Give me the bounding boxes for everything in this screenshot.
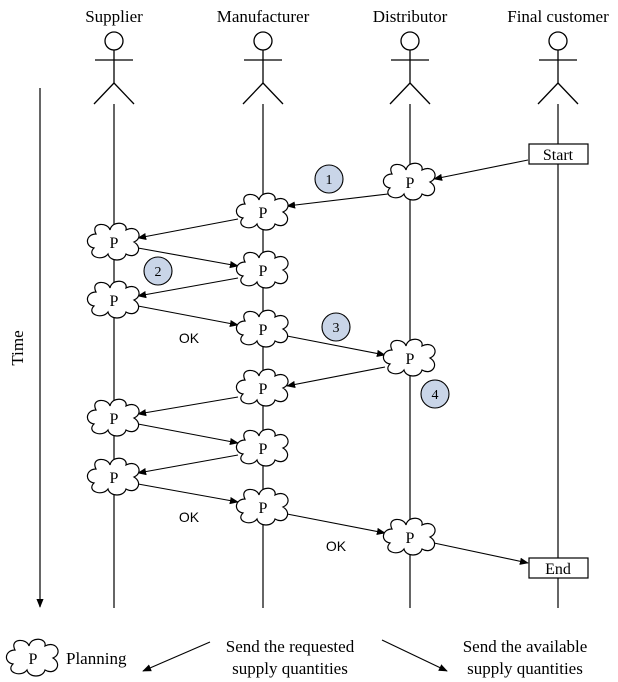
message-arrow bbox=[286, 193, 389, 209]
planning-cloud: P bbox=[235, 368, 289, 407]
message-arrow bbox=[137, 277, 239, 299]
message-arrow bbox=[433, 159, 529, 181]
actor-figure-supplier bbox=[93, 31, 135, 105]
svg-text:P: P bbox=[406, 530, 415, 547]
svg-text:P: P bbox=[406, 351, 415, 368]
actor-figure-distributor bbox=[389, 31, 431, 105]
end-box: End bbox=[528, 557, 589, 579]
actor-figure-final-customer bbox=[537, 31, 579, 105]
svg-text:1: 1 bbox=[326, 173, 333, 188]
message-arrow bbox=[286, 366, 386, 388]
planning-cloud: P bbox=[86, 398, 140, 437]
svg-text:P: P bbox=[259, 441, 268, 458]
ok-label: OK bbox=[179, 330, 200, 346]
ok-label: OK bbox=[179, 509, 200, 525]
svg-text:P: P bbox=[259, 263, 268, 280]
message-arrow bbox=[286, 513, 386, 535]
planning-cloud: P bbox=[86, 280, 140, 319]
message-arrow bbox=[137, 423, 239, 446]
planning-cloud: P bbox=[235, 192, 289, 231]
message-arrow bbox=[433, 542, 529, 565]
legend-planning-label: Planning bbox=[66, 649, 127, 668]
actor-name-distributor: Distributor bbox=[373, 7, 448, 26]
legend-arrow-requested bbox=[142, 641, 211, 672]
svg-text:P: P bbox=[406, 175, 415, 192]
svg-text:P: P bbox=[110, 470, 119, 487]
planning-cloud: P bbox=[235, 250, 289, 289]
svg-text:3: 3 bbox=[333, 321, 340, 336]
message-arrow bbox=[137, 483, 239, 505]
start-box: Start bbox=[528, 143, 589, 165]
planning-cloud: P bbox=[86, 457, 140, 496]
legend-planning-cloud: P bbox=[5, 638, 59, 677]
legend-requested-line2: supply quantities bbox=[232, 659, 348, 678]
message-arrow bbox=[137, 396, 239, 417]
ok-label: OK bbox=[326, 538, 347, 554]
planning-cloud: P bbox=[235, 428, 289, 467]
planning-cloud: P bbox=[86, 222, 140, 261]
svg-text:2: 2 bbox=[155, 265, 162, 280]
legend-requested-line1: Send the requested bbox=[226, 637, 355, 656]
svg-text:P: P bbox=[259, 500, 268, 517]
step-marker-2: 2 bbox=[143, 256, 173, 286]
legend-available-line1: Send the available bbox=[463, 637, 588, 656]
svg-text:P: P bbox=[259, 381, 268, 398]
svg-text:P: P bbox=[29, 651, 38, 668]
svg-text:End: End bbox=[545, 561, 571, 578]
svg-text:P: P bbox=[110, 411, 119, 428]
svg-text:P: P bbox=[110, 235, 119, 252]
actor-figure-manufacturer bbox=[242, 31, 284, 105]
message-arrow bbox=[286, 335, 386, 357]
planning-cloud: P bbox=[382, 162, 436, 201]
actor-name-supplier: Supplier bbox=[85, 7, 143, 26]
step-marker-3: 3 bbox=[321, 312, 351, 342]
step-marker-4: 4 bbox=[420, 379, 450, 409]
legend-arrow-available bbox=[381, 639, 448, 672]
svg-text:P: P bbox=[110, 293, 119, 310]
svg-text:P: P bbox=[259, 205, 268, 222]
message-arrow bbox=[137, 454, 239, 476]
message-arrow bbox=[137, 305, 239, 328]
time-axis-label: Time bbox=[8, 330, 27, 365]
planning-cloud: P bbox=[235, 309, 289, 348]
svg-text:4: 4 bbox=[432, 388, 439, 403]
planning-cloud: P bbox=[235, 487, 289, 526]
svg-text:P: P bbox=[259, 322, 268, 339]
step-marker-1: 1 bbox=[314, 164, 344, 194]
planning-cloud: P bbox=[382, 517, 436, 556]
planning-cloud: P bbox=[382, 338, 436, 377]
svg-text:Start: Start bbox=[543, 147, 574, 164]
actor-name-manufacturer: Manufacturer bbox=[217, 7, 310, 26]
message-arrow bbox=[137, 247, 239, 269]
message-arrow bbox=[137, 218, 239, 241]
actor-name-final-customer: Final customer bbox=[507, 7, 609, 26]
legend-available-line2: supply quantities bbox=[467, 659, 583, 678]
